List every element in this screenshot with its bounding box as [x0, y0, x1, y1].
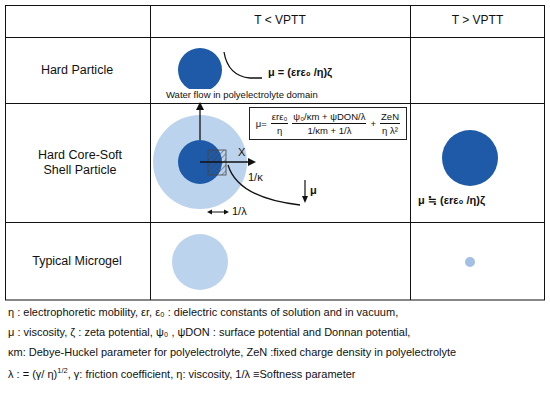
legend-note: , γ: friction coefficient, η: viscosity,… — [68, 368, 356, 380]
grid-line — [150, 5, 151, 300]
legend-line: λ : = (γ/ η)1/2, γ: friction coefficient… — [8, 366, 356, 381]
formula-box: μ=εrε₀ηψ₀/κm + ψDON/λ1/κm + 1/λ+ZeNη λ² — [249, 107, 407, 140]
potential-curve — [228, 165, 300, 205]
denominator: 1/κm + 1/λ — [306, 124, 352, 136]
swollen-microgel — [172, 234, 228, 290]
softness-label: 1/λ — [232, 205, 247, 218]
row-header: Hard Core-Soft Shell Particle — [25, 148, 135, 178]
grid-line — [5, 222, 545, 223]
arrow-head — [302, 196, 308, 203]
grid-line — [5, 103, 545, 104]
legend-note: η : electrophoretic mobility, εr, ε₀ : d… — [8, 306, 398, 319]
exponent: 1/2 — [57, 366, 67, 375]
mobility-symbol: μ — [310, 184, 317, 197]
hard-particle — [178, 48, 222, 92]
arrow-head — [248, 158, 256, 166]
mobility-formula: μ ≒ (εrε₀ /η)ζ — [418, 194, 485, 207]
collapsed-particle — [442, 130, 498, 186]
formula-term: + — [370, 118, 376, 129]
column-header: T > VPTT — [410, 13, 545, 27]
mobility-formula: μ = (εrε₀ /η)ζ — [268, 66, 332, 79]
denominator: η λ² — [381, 124, 399, 136]
potential-curve — [224, 52, 262, 78]
debye-length-label: 1/κ — [248, 171, 263, 184]
collapsed-microgel — [465, 257, 475, 267]
row-header: Typical Microgel — [12, 254, 142, 269]
arrow-head — [196, 102, 204, 110]
grid-line — [5, 37, 545, 38]
numerator: εrε₀ — [271, 111, 289, 124]
table-border — [6, 6, 545, 301]
mu-arrow — [304, 180, 305, 198]
x-axis — [200, 161, 250, 162]
denominator: η — [276, 124, 283, 136]
fraction: ZeNη λ² — [380, 111, 400, 136]
numerator: ψ₀/κm + ψDON/λ — [292, 111, 366, 124]
axis-label: X — [238, 146, 245, 159]
legend-note: μ : viscosity, ζ : zeta potential, ψ₀ , … — [8, 326, 410, 339]
row-header: Hard Particle — [12, 63, 142, 78]
legend-note: κm: Debye-Huckel parameter for polyelect… — [8, 346, 456, 359]
numerator: ZeN — [380, 111, 400, 124]
arrow-head — [224, 210, 229, 215]
arrow-head — [207, 210, 212, 215]
flow-arrow — [199, 108, 200, 140]
grid-line — [410, 5, 411, 300]
fraction: εrε₀η — [271, 111, 289, 136]
flow-label: Water flow in polyelectrolyte domain — [165, 89, 319, 100]
legend-note: λ : = (γ/ η) — [8, 368, 57, 380]
formula-term: μ= — [256, 118, 267, 129]
fraction: ψ₀/κm + ψDON/λ1/κm + 1/λ — [292, 111, 366, 136]
column-header: T < VPTT — [150, 13, 410, 27]
